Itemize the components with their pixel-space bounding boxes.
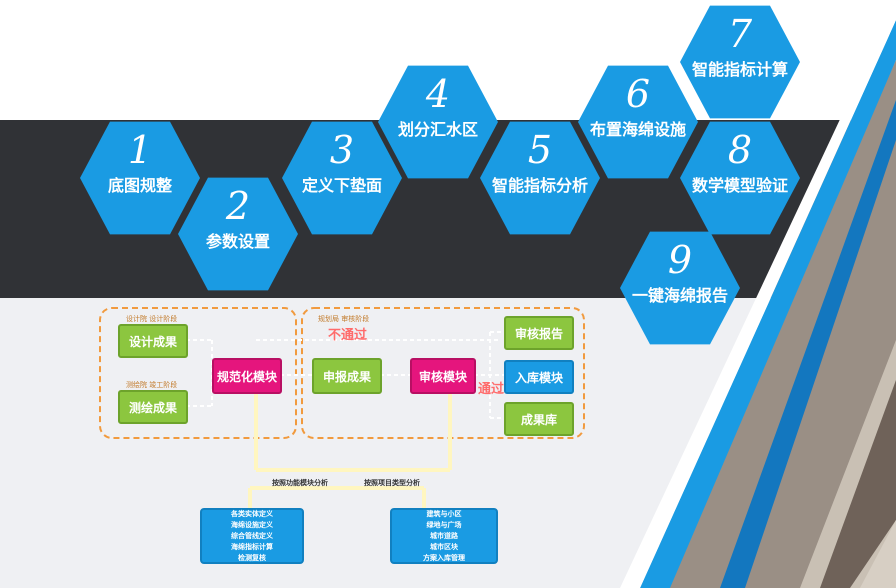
hex-step-7[interactable]: 7 智能指标计算 (680, 5, 800, 119)
step-label: 定义下垫面 (301, 176, 382, 195)
step-label: 智能指标计算 (691, 60, 788, 79)
normalize-module-box[interactable]: 规范化模块 (212, 358, 282, 394)
step-number: 3 (329, 128, 355, 172)
survey-result-box[interactable]: 测绘成果 (118, 390, 188, 424)
function-item: 检测复核 (238, 553, 266, 562)
project-item: 绿地与广场 (426, 520, 462, 529)
step-label: 底图规整 (107, 176, 172, 195)
step-number: 7 (727, 12, 753, 56)
step-label: 一键海绵报告 (631, 286, 728, 305)
project-item: 建筑与小区 (426, 509, 462, 518)
function-analysis-box[interactable]: 各类实体定义 海绵设施定义 综合管线定义 海绵指标计算 检测复核 (200, 508, 304, 564)
step-number: 6 (625, 72, 651, 116)
step-label: 智能指标分析 (491, 176, 588, 195)
pass-label: 通过 (478, 382, 505, 397)
review-report-box[interactable]: 审核报告 (504, 316, 574, 350)
step-label: 划分汇水区 (397, 120, 478, 139)
step-number: 1 (127, 128, 153, 172)
review-module-box[interactable]: 审核模块 (410, 358, 476, 394)
step-label: 布置海绵设施 (589, 120, 686, 139)
step-number: 9 (667, 238, 693, 282)
step-number: 5 (527, 128, 553, 172)
fail-label: 不通过 (328, 328, 368, 343)
project-analysis-box[interactable]: 建筑与小区 绿地与广场 城市道路 城市区块 方案入库管理 (390, 508, 498, 564)
submit-result-box[interactable]: 申报成果 (312, 358, 382, 394)
project-item: 方案入库管理 (423, 553, 465, 562)
step-number: 8 (727, 128, 753, 172)
design-stage-label: 设计院 设计阶段 (126, 315, 178, 323)
review-stage-label: 规划局 审核阶段 (318, 315, 370, 323)
project-item: 城市道路 (430, 531, 458, 540)
function-item: 综合管线定义 (231, 531, 273, 540)
step-label: 数学模型验证 (691, 176, 788, 195)
by-function-label: 按照功能模块分析 (272, 479, 328, 487)
function-item: 海绵指标计算 (231, 542, 273, 551)
result-library-box[interactable]: 成果库 (504, 402, 574, 436)
design-result-box[interactable]: 设计成果 (118, 324, 188, 358)
survey-stage-label: 测绘院 竣工阶段 (126, 381, 178, 389)
step-number: 2 (225, 184, 251, 228)
project-item: 城市区块 (430, 542, 458, 551)
storage-module-box[interactable]: 入库模块 (504, 360, 574, 394)
function-item: 各类实体定义 (231, 509, 273, 518)
step-number: 4 (425, 72, 451, 116)
by-project-label: 按照项目类型分析 (364, 479, 420, 487)
function-item: 海绵设施定义 (231, 520, 273, 529)
step-label: 参数设置 (205, 232, 270, 251)
